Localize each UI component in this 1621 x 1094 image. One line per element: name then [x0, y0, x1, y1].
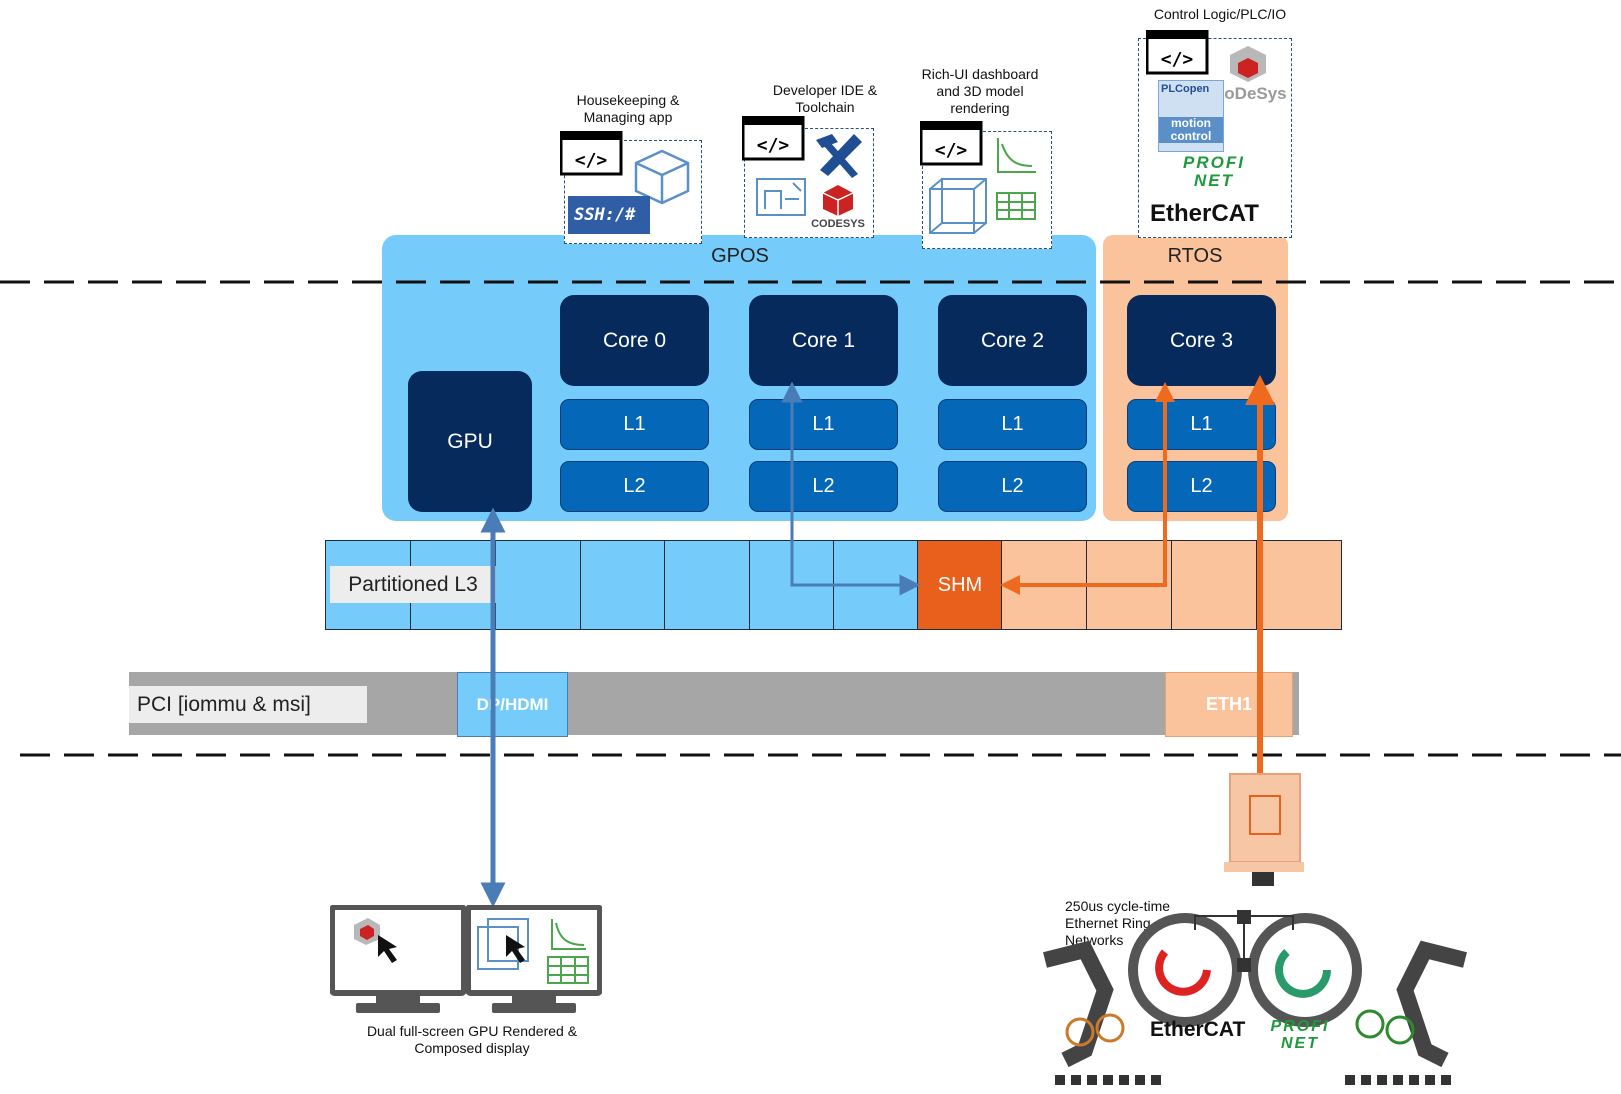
plcopen-logo: PLCopen motion control [1158, 80, 1224, 152]
code-window-icon: </> [920, 121, 983, 166]
plcopen-text: PLCopen [1161, 83, 1210, 95]
ide-codesys-text: CODESYS [811, 218, 865, 230]
ssh-text: SSH:/# [574, 205, 636, 225]
pci-label: PCI [iommu & msi] [129, 686, 367, 723]
package-icon [634, 149, 690, 205]
l3-slice [580, 540, 666, 630]
motion-control-text: motion control [1159, 117, 1223, 143]
chart-icon [997, 138, 1036, 173]
core-2-label: Core 2 [980, 328, 1045, 352]
l3-shm-slice [917, 540, 1003, 630]
code-window-icon: </> [742, 116, 805, 161]
housekeeping-caption: Housekeeping & Managing app [576, 92, 680, 125]
gpos-label: GPOS [711, 244, 769, 267]
ethercat-logo: EtherCAT [1150, 200, 1259, 227]
ssh-terminal-badge: SSH:/# [568, 196, 650, 234]
blueprint-icon [756, 178, 806, 216]
tools-icon [816, 134, 862, 178]
monitor-right [465, 905, 602, 1013]
core-1-label: Core 1 [791, 328, 856, 352]
code-window-icon: </> [1146, 30, 1209, 75]
profinet-logo: PROFI NET [1183, 153, 1245, 190]
control-codesys-text: CoDeSys [1212, 84, 1287, 103]
rtos-label: RTOS [1167, 244, 1223, 267]
dashboard-caption: Rich-UI dashboard and 3D model rendering [921, 66, 1039, 116]
code-window-icon: </> [560, 131, 623, 176]
svg-text:</>: </> [1161, 49, 1194, 70]
cube-model-icon [929, 178, 987, 234]
network-card-icon [1224, 773, 1304, 886]
codesys-cube-icon [822, 185, 854, 216]
core-1: Core 1 [749, 295, 898, 386]
gpu-label: GPU [447, 429, 493, 453]
gpu-block: GPU [408, 371, 532, 512]
svg-text:</>: </> [935, 140, 968, 161]
core-0-l1: L1 [560, 399, 709, 450]
core-3: Core 3 [1127, 295, 1276, 386]
l3-slice [495, 540, 581, 630]
core-2: Core 2 [938, 295, 1087, 386]
l3-label: Partitioned L3 [330, 566, 496, 603]
control-caption: Control Logic/PLC/IO [1153, 6, 1287, 22]
monitor-left [330, 905, 467, 1013]
network-profinet-logo: PROFI NET [1270, 1018, 1330, 1052]
shm-label: SHM [937, 573, 983, 596]
core1-shm-arrow [781, 381, 921, 596]
codesys-cube-icon [1230, 46, 1266, 82]
svg-text:</>: </> [757, 135, 790, 156]
ring-network-icon [1043, 910, 1467, 1085]
core3-shm-arrow [1000, 382, 1175, 595]
dual-display-icon [330, 905, 602, 1013]
core-0-l2: L2 [560, 461, 709, 512]
core-3-label: Core 3 [1169, 328, 1234, 352]
core-0-label: Core 0 [602, 328, 667, 352]
ide-caption: Developer IDE & Toolchain [772, 82, 878, 115]
table-grid-icon [996, 192, 1036, 220]
svg-text:</>: </> [575, 150, 608, 171]
network-ethercat-logo: EtherCAT [1150, 1018, 1246, 1041]
core-0: Core 0 [560, 295, 709, 386]
display-caption: Dual full-screen GPU Rendered & Composed… [366, 1023, 578, 1056]
